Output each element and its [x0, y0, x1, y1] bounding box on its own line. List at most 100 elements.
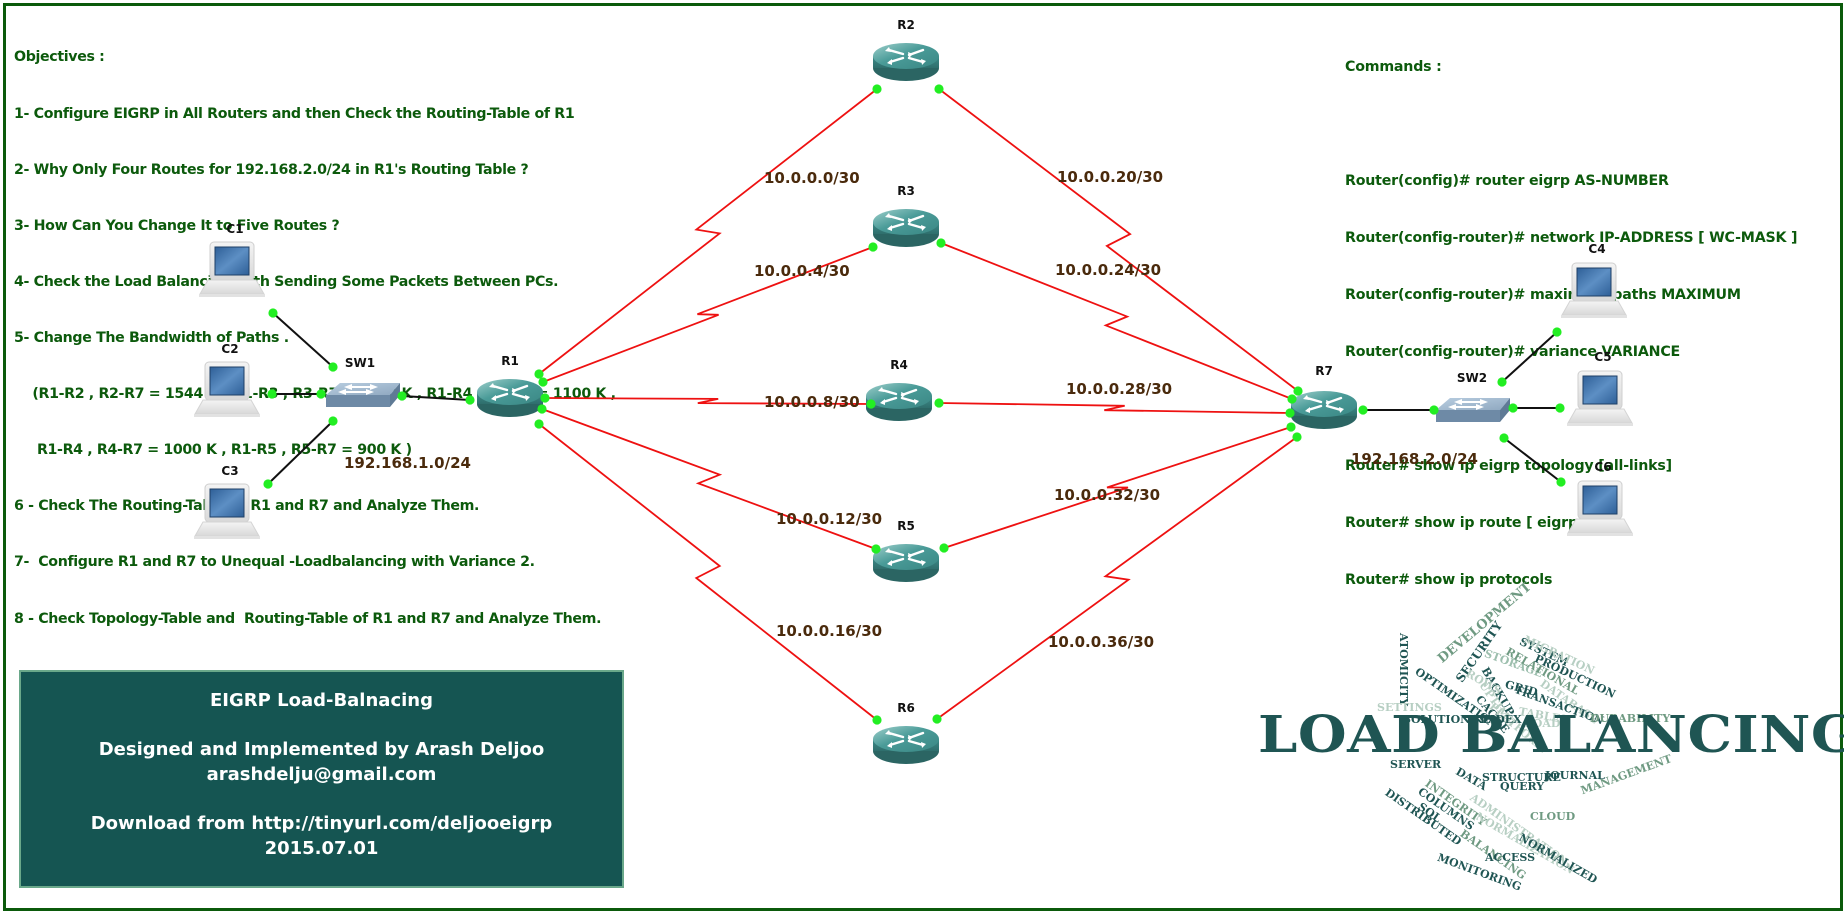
pc-c5[interactable]: [1566, 370, 1634, 427]
ports-layer: [263, 84, 1566, 725]
serial-link-r1-r2[interactable]: [538, 88, 878, 375]
ethernet-link-sw1-r1[interactable]: [401, 395, 471, 401]
serial-link-r1-r5[interactable]: [541, 408, 877, 550]
switch-icon: [326, 383, 400, 407]
serial-link-r1-r3[interactable]: [542, 246, 874, 383]
port-dot: [267, 389, 277, 399]
port-dot: [540, 393, 550, 403]
ethernet-link-c3-sw1[interactable]: [267, 420, 334, 485]
ethernet-link-sw2-c4[interactable]: [1501, 331, 1558, 383]
port-dot: [868, 242, 878, 252]
subnet-label: 10.0.0.8/30: [764, 393, 860, 411]
router-icon: [871, 207, 941, 249]
switch-sw2[interactable]: [1436, 398, 1510, 422]
port-dot: [1555, 403, 1565, 413]
router-r3[interactable]: [871, 207, 941, 249]
port-dot: [1287, 394, 1297, 404]
word-cloud-term: QUERY: [1500, 780, 1545, 793]
objectives-title: Objectives :: [14, 49, 105, 66]
port-dot: [934, 84, 944, 94]
links-layer: [267, 88, 1562, 721]
serial-link-r1-r6[interactable]: [538, 423, 878, 721]
router-r5[interactable]: [871, 542, 941, 584]
port-dot: [872, 84, 882, 94]
router-icon: [475, 377, 545, 419]
pc-c4[interactable]: [1560, 262, 1628, 319]
word-cloud-term: SOLUTION: [1403, 713, 1471, 726]
port-dot: [1429, 405, 1439, 415]
port-dot: [1508, 403, 1518, 413]
commands-panel: Commands : Router(config)# router eigrp …: [1345, 20, 1798, 609]
port-dot: [465, 395, 475, 405]
port-dot: [1556, 477, 1566, 487]
objective-item: 5- Change The Bandwidth of Paths .: [14, 329, 289, 346]
ethernet-link-sw2-c6[interactable]: [1503, 437, 1562, 483]
objective-item: 6 - Check The Routing-Table of R1 and R7…: [14, 498, 480, 515]
router-label: R2: [897, 18, 915, 32]
subnet-label: 10.0.0.24/30: [1055, 261, 1161, 279]
word-cloud-term: JOURNAL: [1545, 769, 1605, 782]
word-cloud-term: ACCESS: [1485, 851, 1536, 864]
pc-icon: [198, 241, 266, 298]
pc-label: C1: [226, 222, 243, 236]
subnet-label: 10.0.0.36/30: [1048, 633, 1154, 651]
router-label: R1: [501, 354, 519, 368]
router-label: R5: [897, 519, 915, 533]
lan-label-right: 192.168.2.0/24: [1351, 450, 1478, 468]
serial-link-r3-r7[interactable]: [940, 242, 1293, 400]
config-command: Router(config-router)# variance VARIANCE: [1345, 344, 1681, 360]
show-command: Router# show ip protocols: [1345, 572, 1553, 588]
router-label: R7: [1315, 364, 1333, 378]
pc-c1[interactable]: [198, 241, 266, 298]
pc-icon: [1566, 480, 1634, 537]
subnet-label: 10.0.0.16/30: [776, 622, 882, 640]
switch-sw1[interactable]: [326, 383, 400, 407]
author-line: Designed and Implemented by Arash Deljoo: [98, 739, 545, 760]
switch-label: SW2: [1457, 371, 1487, 385]
pc-icon: [193, 483, 261, 540]
pc-label: C5: [1594, 350, 1611, 364]
router-r2[interactable]: [871, 41, 941, 83]
router-r6[interactable]: [871, 724, 941, 766]
pc-label: C6: [1594, 460, 1611, 474]
router-r7[interactable]: [1289, 389, 1359, 431]
port-dot: [1293, 386, 1303, 396]
pc-label: C4: [1588, 242, 1605, 256]
author-email: arashdelju@gmail.com: [206, 764, 437, 785]
pc-c6[interactable]: [1566, 480, 1634, 537]
router-r4[interactable]: [864, 381, 934, 423]
subnet-label: 10.0.0.20/30: [1057, 168, 1163, 186]
credits-box: EIGRP Load-Balnacing Designed and Implem…: [19, 670, 624, 888]
objective-item: 4- Check the Load Balancing with Sending…: [14, 273, 559, 290]
port-dot: [939, 543, 949, 553]
labels-layer: 10.0.0.0/3010.0.0.4/3010.0.0.8/3010.0.0.…: [221, 18, 1611, 715]
port-dot: [1358, 405, 1368, 415]
router-r1[interactable]: [475, 377, 545, 419]
port-dot: [1499, 433, 1509, 443]
port-dot: [538, 377, 548, 387]
serial-link-r6-r7[interactable]: [936, 436, 1298, 720]
pc-c2[interactable]: [193, 361, 261, 418]
switch-label: SW1: [345, 356, 375, 370]
objective-item: 3- How Can You Change It to Five Routes …: [14, 217, 340, 234]
word-cloud-term: SETTINGS: [1377, 701, 1442, 714]
lan-label-left: 192.168.1.0/24: [344, 454, 471, 472]
serial-link-r4-r7[interactable]: [938, 402, 1291, 414]
ethernet-link-c1-sw1[interactable]: [272, 312, 334, 368]
port-dot: [534, 369, 544, 379]
pc-c3[interactable]: [193, 483, 261, 540]
router-label: R6: [897, 701, 915, 715]
diagram-frame: [3, 3, 1843, 911]
serial-link-r5-r7[interactable]: [943, 426, 1292, 549]
config-command: Router(config-router)# network IP-ADDRES…: [1345, 230, 1798, 246]
serial-link-r1-r4[interactable]: [544, 397, 872, 405]
port-dot: [1497, 377, 1507, 387]
serial-link-r2-r7[interactable]: [938, 88, 1299, 392]
router-icon: [871, 724, 941, 766]
router-label: R3: [897, 184, 915, 198]
port-dot: [328, 362, 338, 372]
port-dot: [1292, 432, 1302, 442]
commands-title: Commands :: [1345, 59, 1442, 75]
pc-label: C2: [221, 342, 238, 356]
